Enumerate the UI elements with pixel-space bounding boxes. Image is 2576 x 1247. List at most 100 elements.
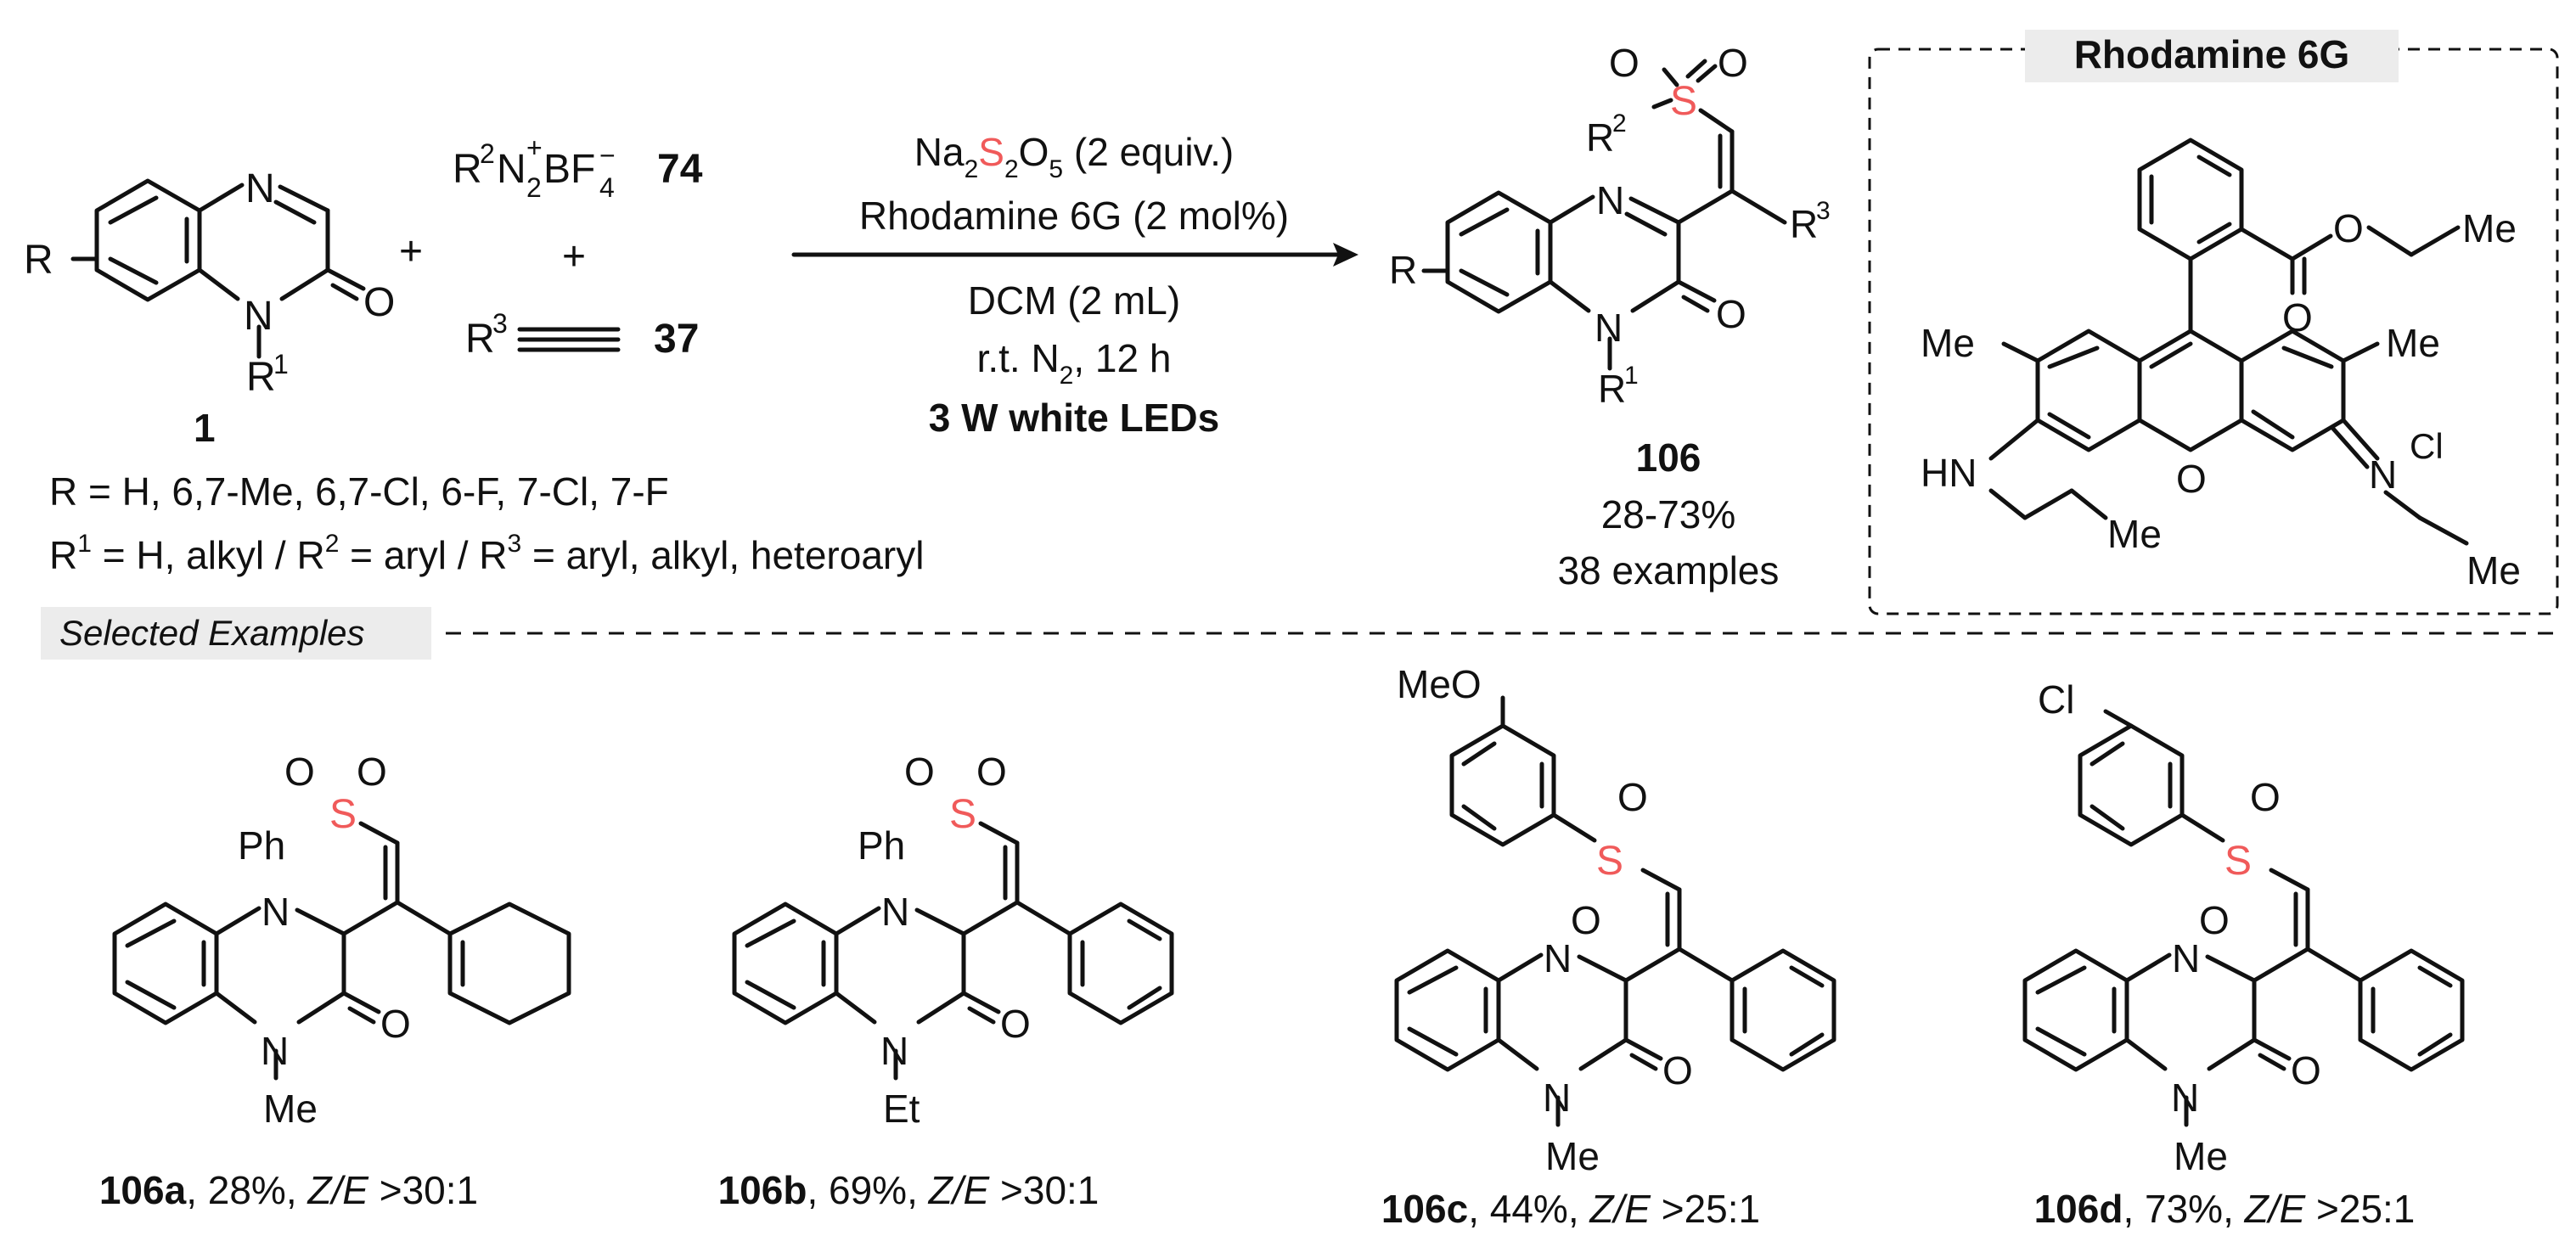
r1-sup: 1: [273, 349, 289, 379]
rhodamine-title: Rhodamine 6G: [2074, 32, 2350, 76]
svg-text:N: N: [2369, 452, 2397, 497]
svg-text:−: −: [599, 140, 616, 171]
svg-text:N: N: [1543, 1076, 1571, 1120]
svg-text:Me: Me: [1545, 1134, 1600, 1178]
svg-text:O: O: [2333, 206, 2364, 250]
compound-1-label: 1: [194, 406, 216, 450]
svg-text:O: O: [380, 1002, 411, 1046]
example-count: 38 examples: [1558, 548, 1780, 593]
svg-text:O: O: [1000, 1002, 1031, 1046]
svg-text:O: O: [2291, 1048, 2321, 1093]
condition-na2s2o5: Na2S2O5 (2 equiv.): [914, 130, 1234, 183]
svg-text:N: N: [880, 1029, 908, 1073]
scope-r-line: R = H, 6,7-Me, 6,7-Cl, 6-F, 7-Cl, 7-F: [49, 469, 669, 514]
compound-106-label: 106: [1636, 435, 1701, 480]
svg-text:Cl: Cl: [2038, 677, 2074, 722]
svg-text:S: S: [329, 792, 357, 837]
svg-text:Me: Me: [2386, 321, 2440, 365]
svg-text:N: N: [262, 890, 290, 934]
svg-text:Et: Et: [883, 1087, 920, 1131]
rhodamine-title-bg: [2025, 30, 2399, 82]
svg-text:O: O: [904, 750, 935, 794]
condition-solvent: DCM (2 mL): [968, 278, 1180, 323]
svg-text:O: O: [1571, 898, 1601, 942]
svg-text:O: O: [976, 750, 1007, 794]
svg-text:N: N: [1544, 936, 1572, 980]
reactant-2-diazonium: R 2 N 2 + BF 4 − 74: [453, 132, 703, 203]
condition-temp: r.t. N2, 12 h: [977, 336, 1172, 390]
svg-text:MeO: MeO: [1397, 662, 1482, 706]
svg-text:O: O: [2199, 898, 2230, 942]
svg-text:R: R: [1586, 115, 1614, 160]
svg-text:Me: Me: [2107, 512, 2162, 556]
svg-text:N: N: [1596, 178, 1624, 222]
svg-text:Me: Me: [263, 1087, 318, 1131]
svg-text:R: R: [1389, 248, 1417, 292]
svg-text:3: 3: [1816, 197, 1831, 225]
n1-atom: N: [244, 294, 273, 339]
svg-text:+: +: [526, 132, 543, 163]
svg-text:Me: Me: [2174, 1134, 2228, 1178]
rhodamine-6g-box: Rhodamine 6G O O Me Me Me: [1868, 30, 2559, 615]
svg-text:O: O: [2250, 775, 2281, 819]
r1-label: R: [246, 355, 276, 400]
plus-sign: +: [562, 234, 586, 279]
condition-catalyst: Rhodamine 6G (2 mol%): [859, 194, 1289, 238]
plus-sign: +: [399, 229, 423, 274]
arrow-head: [1333, 243, 1358, 267]
svg-text:O: O: [1609, 41, 1640, 85]
svg-text:N: N: [881, 890, 909, 934]
svg-text:O: O: [1716, 292, 1746, 336]
svg-text:2: 2: [480, 138, 495, 169]
example-106c: N O N Me S O O MeO 106c, 44%, Z/E >25:1: [1381, 662, 1836, 1231]
selected-examples-bg: [41, 607, 431, 660]
reactant-1-structure: R N O N R 1 1: [24, 166, 395, 450]
svg-text:N: N: [1595, 306, 1623, 350]
example-106d: N O N Me S O O Cl 106d, 73%, Z/E >25:1: [2022, 677, 2465, 1231]
svg-text:BF: BF: [543, 147, 595, 192]
svg-text:HN: HN: [1921, 451, 1977, 495]
svg-text:R: R: [1598, 367, 1626, 411]
svg-text:3: 3: [492, 308, 508, 339]
svg-text:Ph: Ph: [858, 823, 905, 868]
svg-text:Me: Me: [2466, 548, 2521, 593]
reaction-conditions: Na2S2O5 (2 equiv.) Rhodamine 6G (2 mol%)…: [791, 130, 1358, 440]
n-atom: N: [245, 166, 275, 211]
svg-text:N: N: [261, 1029, 289, 1073]
product-106-structure: O O S R 2 R 3 R N O N R 1 106 28-73% 38 …: [1389, 41, 1831, 593]
svg-text:Me: Me: [1921, 321, 1975, 365]
example-106b-caption: 106b, 69%, Z/E >30:1: [718, 1168, 1100, 1212]
svg-text:S: S: [1596, 839, 1623, 884]
svg-text:N: N: [2172, 936, 2200, 980]
example-106a: N O N Me S O O Ph 106a, 28%, Z/E >30:1: [99, 750, 571, 1212]
svg-text:O: O: [1718, 41, 1748, 85]
compound-37-label: 37: [654, 317, 699, 362]
sulfur-atom: S: [1670, 79, 1697, 124]
svg-text:N: N: [2171, 1076, 2199, 1120]
condition-light: 3 W white LEDs: [929, 396, 1219, 440]
yield-range: 28-73%: [1601, 492, 1736, 536]
example-106c-caption: 106c, 44%, Z/E >25:1: [1381, 1187, 1760, 1231]
svg-text:1: 1: [1624, 362, 1639, 390]
example-106b: N O N Et S O O Ph 106b, 69%, Z/E >30:1: [718, 750, 1174, 1212]
svg-text:O: O: [357, 750, 387, 794]
svg-text:4: 4: [599, 172, 615, 203]
svg-text:R: R: [465, 317, 495, 362]
reactant-3-alkyne: R 3 37: [465, 308, 699, 362]
svg-text:N: N: [497, 147, 526, 192]
svg-text:O: O: [284, 750, 315, 794]
svg-text:Cl: Cl: [2410, 426, 2444, 466]
o-atom: O: [363, 280, 395, 325]
scope-r1-line: R1 = H, alkyl / R2 = aryl / R3 = aryl, a…: [49, 530, 924, 577]
svg-text:O: O: [1662, 1048, 1693, 1093]
svg-text:R: R: [1790, 202, 1818, 246]
svg-text:2: 2: [526, 172, 542, 203]
svg-text:Me: Me: [2462, 206, 2517, 250]
example-106d-caption: 106d, 73%, Z/E >25:1: [2034, 1187, 2416, 1231]
svg-text:S: S: [949, 792, 976, 837]
svg-text:O: O: [1617, 775, 1648, 819]
svg-text:Ph: Ph: [238, 823, 285, 868]
svg-text:S: S: [2224, 839, 2252, 884]
